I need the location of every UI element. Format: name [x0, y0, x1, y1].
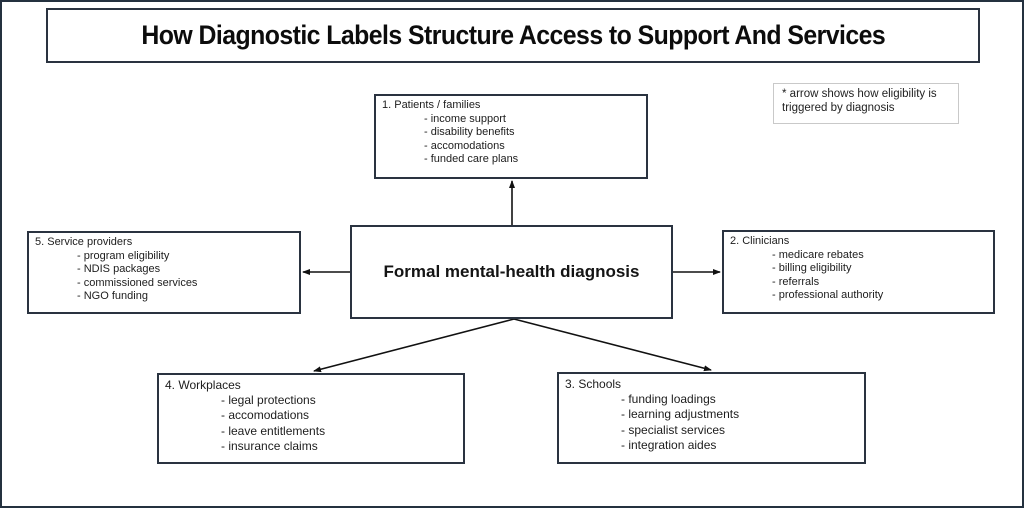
node-item: program eligibility — [77, 250, 299, 264]
diagram-title: How Diagnostic Labels Structure Access t… — [141, 20, 885, 50]
node-item: learning adjustments — [621, 407, 864, 422]
node-heading: 1. Patients / families — [382, 99, 481, 111]
node-item: income support — [424, 113, 646, 127]
node-clinicians: 2. Clinicians medicare rebates billing e… — [722, 230, 995, 314]
node-workplaces: 4. Workplaces legal protections accomoda… — [157, 373, 465, 464]
node-item: commissioned services — [77, 277, 299, 291]
node-item: NGO funding — [77, 290, 299, 304]
node-item: legal protections — [221, 393, 463, 408]
title-box: How Diagnostic Labels Structure Access t… — [46, 8, 980, 63]
node-heading: 4. Workplaces — [165, 378, 241, 392]
node-item: specialist services — [621, 423, 864, 438]
node-item: billing eligibility — [772, 262, 993, 276]
node-item: funded care plans — [424, 153, 646, 167]
node-item: medicare rebates — [772, 249, 993, 263]
center-node-label: Formal mental-health diagnosis — [383, 262, 640, 281]
node-item: funding loadings — [621, 392, 864, 407]
node-item: accomodations — [424, 140, 646, 154]
node-item: disability benefits — [424, 126, 646, 140]
node-item: leave entitlements — [221, 424, 463, 439]
legend-note: * arrow shows how eligibility is trigger… — [773, 83, 959, 124]
node-item: NDIS packages — [77, 263, 299, 277]
node-item: referrals — [772, 276, 993, 290]
node-patients-families: 1. Patients / families income support di… — [374, 94, 648, 179]
node-service-providers: 5. Service providers program eligibility… — [27, 231, 301, 314]
node-item: accomodations — [221, 408, 463, 423]
node-heading: 2. Clinicians — [730, 235, 790, 247]
center-node: Formal mental-health diagnosis — [350, 225, 673, 319]
node-heading: 3. Schools — [565, 377, 622, 391]
node-item: integration aides — [621, 438, 864, 453]
node-item: insurance claims — [221, 439, 463, 454]
node-schools: 3. Schools funding loadings learning adj… — [557, 372, 866, 464]
node-item: professional authority — [772, 289, 993, 303]
node-heading: 5. Service providers — [35, 236, 133, 248]
